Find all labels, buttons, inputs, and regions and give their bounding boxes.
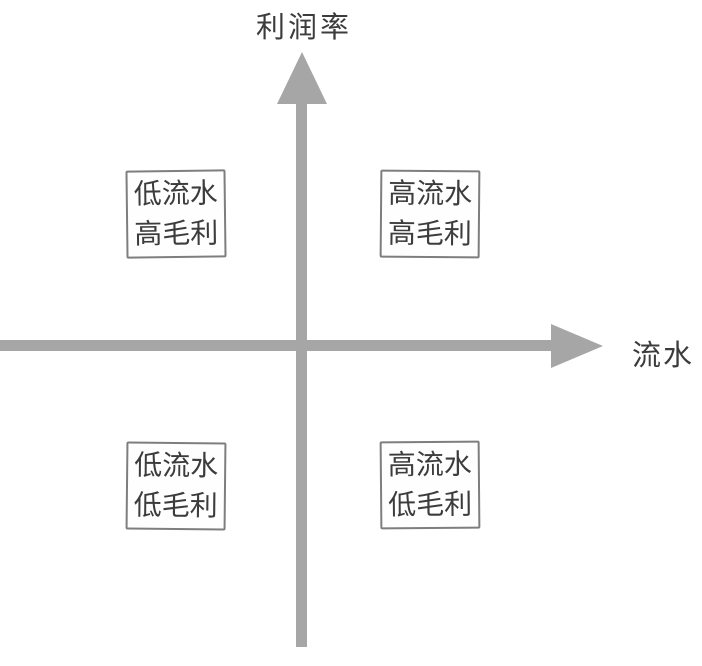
quadrant-label-line: 高流水 <box>387 448 472 481</box>
quadrant-label-line: 低流水 <box>133 177 218 210</box>
quadrant-label-line: 高毛利 <box>387 217 472 250</box>
quadrant-label-line: 低毛利 <box>388 488 473 521</box>
x-axis-line <box>0 340 553 351</box>
quadrant-box-bottom-left: 低流水 低毛利 <box>125 441 227 531</box>
y-axis-arrowhead-icon <box>277 52 327 104</box>
quadrant-box-bottom-right: 高流水 低毛利 <box>379 440 481 530</box>
quadrant-label-line: 低流水 <box>134 449 219 482</box>
quadrant-label-line: 高流水 <box>388 177 473 210</box>
quadrant-label-line: 高毛利 <box>134 217 219 250</box>
quadrant-box-top-right: 高流水 高毛利 <box>379 169 481 259</box>
x-axis-arrowhead-icon <box>551 324 603 368</box>
y-axis-label: 利润率 <box>256 12 353 44</box>
x-axis-label: 流水 <box>632 340 695 372</box>
y-axis-line <box>296 100 307 647</box>
quadrant-box-top-left: 低流水 高毛利 <box>125 169 227 259</box>
quadrant-label-line: 低毛利 <box>133 489 218 522</box>
